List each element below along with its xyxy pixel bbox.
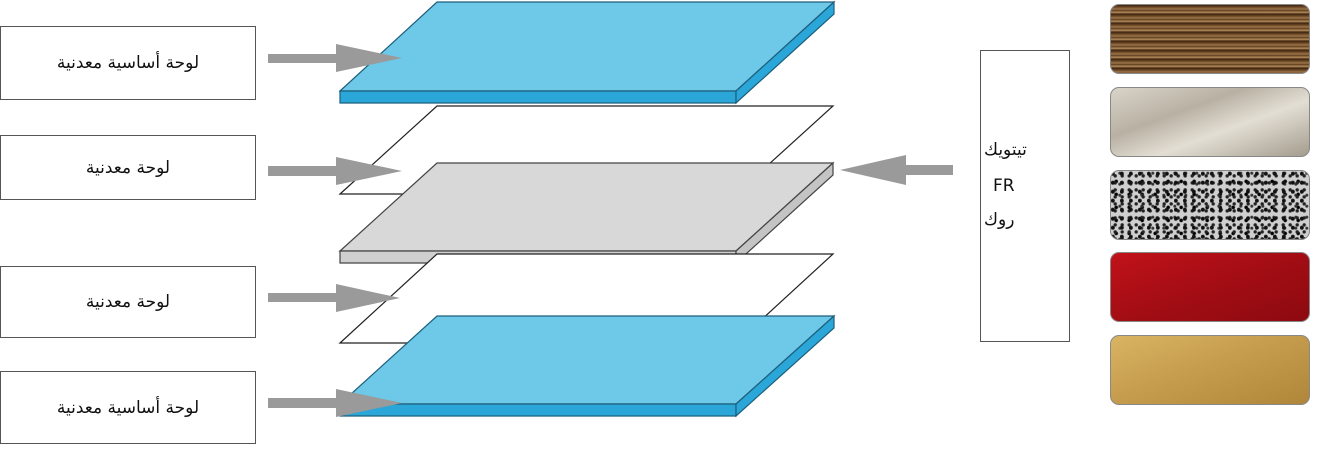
label-upper-metal-sheet: لوحة معدنية (0, 135, 256, 200)
arrow-right-3 (268, 284, 400, 312)
label-lower-metal-sheet: لوحة معدنية (0, 266, 256, 338)
bottom-base-panel (338, 314, 836, 418)
arrow-right-4 (268, 389, 402, 417)
label-bottom-base-panel: لوحة أساسية معدنية (0, 371, 256, 444)
core-label-line2: FR (993, 176, 1015, 196)
arrow-left-core (840, 155, 953, 185)
arrow-right-2 (268, 157, 402, 185)
swatch-gold (1110, 335, 1310, 405)
swatch-red (1110, 252, 1310, 322)
arrow-right-1 (268, 44, 402, 72)
label-upper-metal-sheet-text: لوحة معدنية (85, 157, 171, 178)
top-base-panel (338, 0, 836, 105)
core-label-line3: روك (984, 210, 1015, 230)
label-lower-metal-sheet-text: لوحة معدنية (85, 292, 171, 312)
swatch-granite (1110, 170, 1310, 240)
label-bottom-base-panel-text: لوحة أساسية معدنية (56, 397, 200, 418)
label-top-base-panel: لوحة أساسية معدنية (0, 26, 256, 100)
label-top-base-panel-text: لوحة أساسية معدنية (56, 53, 200, 73)
swatch-brushed-silver (1110, 87, 1310, 157)
swatch-wood-grain (1110, 4, 1310, 74)
core-label-box (980, 50, 1070, 342)
core-label-line1: تيتويك (984, 140, 1027, 160)
